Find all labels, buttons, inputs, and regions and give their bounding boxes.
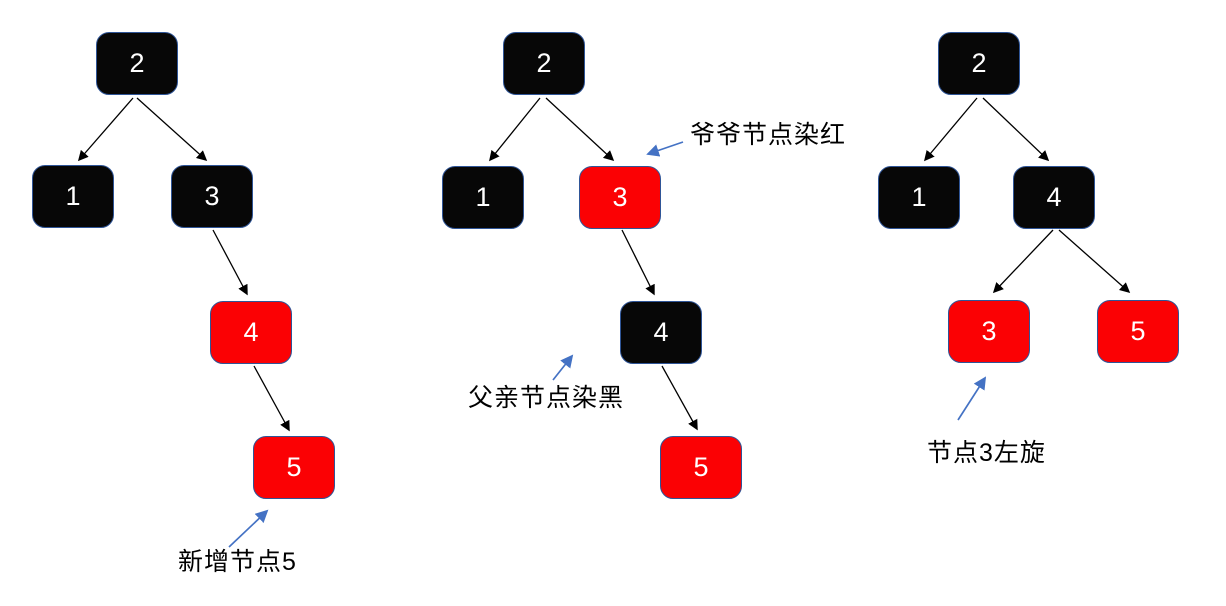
- tree3-node-3-label: 3: [981, 316, 997, 346]
- tree1-edge-3-4: [212, 229, 248, 296]
- tree1-node-5: 5: [253, 436, 335, 499]
- tree2-node-2-label: 2: [536, 48, 552, 78]
- tree1-node-4: 4: [210, 301, 292, 364]
- tree2-edge-2-1: [489, 97, 541, 162]
- tree3-edge-4-5: [1058, 229, 1131, 294]
- tree2-edge-4-5: [661, 365, 698, 431]
- tree2-annotation-arrow-parent: [552, 354, 574, 381]
- tree2-node-5-label: 5: [693, 452, 709, 482]
- tree3-node-2-label: 2: [971, 48, 987, 78]
- tree3-node-1: 1: [878, 166, 960, 229]
- tree2-node-3-label: 3: [612, 182, 628, 212]
- tree1-edge-2-1: [77, 97, 134, 162]
- tree3-edge-2-1: [923, 97, 978, 162]
- tree1-annotation-new-node: 新增节点5: [178, 548, 297, 576]
- tree3-edge-4-3: [992, 229, 1054, 294]
- tree3-node-2: 2: [938, 32, 1020, 95]
- tree3-node-5: 5: [1097, 300, 1179, 363]
- tree1-node-5-label: 5: [286, 452, 302, 482]
- tree3-node-4: 4: [1013, 166, 1095, 229]
- tree1-edge-2-3: [136, 97, 208, 162]
- tree2-node-4-label: 4: [653, 317, 669, 347]
- tree1-node-1-label: 1: [65, 181, 81, 211]
- tree3-annotation-arrow: [957, 376, 987, 421]
- tree1-node-2: 2: [96, 32, 178, 95]
- tree3-node-4-label: 4: [1046, 182, 1062, 212]
- tree3-node-5-label: 5: [1130, 316, 1146, 346]
- tree2-annotation-arrow-grandparent: [646, 141, 684, 157]
- tree2-annotation-grandparent: 爷爷节点染红: [690, 121, 847, 149]
- tree2-edge-3-4: [621, 229, 655, 296]
- tree2-annotation-parent: 父亲节点染黑: [468, 384, 625, 412]
- tree3-node-1-label: 1: [911, 182, 927, 212]
- tree1-node-1: 1: [32, 165, 114, 228]
- tree3-annotation-left-rotate: 节点3左旋: [927, 439, 1046, 467]
- tree2-node-5: 5: [660, 436, 742, 499]
- tree2-node-3: 3: [579, 166, 661, 229]
- tree1-annotation-arrow: [228, 509, 269, 548]
- tree1-node-2-label: 2: [129, 48, 145, 78]
- tree1-node-3: 3: [171, 165, 253, 228]
- tree3-node-3: 3: [948, 300, 1030, 363]
- tree2-node-1-label: 1: [475, 182, 491, 212]
- tree2-node-1: 1: [442, 166, 524, 229]
- tree2-node-4: 4: [620, 301, 702, 364]
- tree1-node-3-label: 3: [204, 181, 220, 211]
- tree2-node-2: 2: [503, 32, 585, 95]
- tree3-edge-2-4: [982, 97, 1050, 162]
- tree1-node-4-label: 4: [243, 317, 259, 347]
- tree1-edge-4-5: [253, 365, 290, 432]
- tree2-edge-2-3: [545, 97, 615, 162]
